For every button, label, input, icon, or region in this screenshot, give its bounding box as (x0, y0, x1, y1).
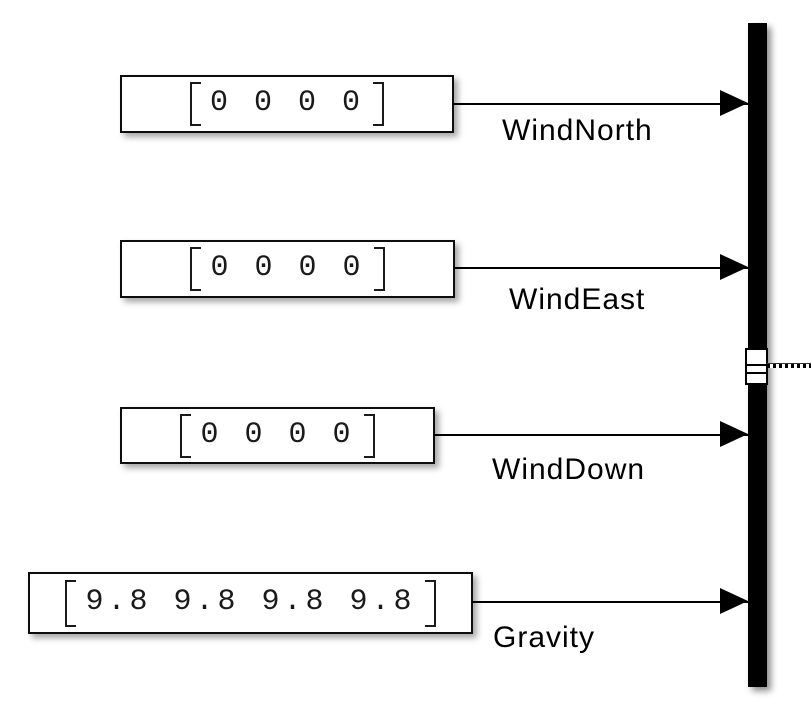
signal-line-gravity[interactable] (472, 601, 748, 603)
signal-line-windnorth[interactable] (453, 103, 748, 105)
signal-label-windeast[interactable]: WindEast (509, 283, 646, 316)
arrowhead-icon[interactable] (720, 421, 748, 447)
mux-output-port[interactable] (745, 348, 768, 385)
matrix-bracket-left-icon (190, 247, 202, 291)
arrowhead-icon[interactable] (720, 588, 748, 614)
constant-value: 0 0 0 0 (210, 251, 365, 285)
signal-label-gravity[interactable]: Gravity (493, 621, 596, 654)
matrix-bracket-right-icon (363, 413, 375, 458)
matrix-bracket-right-icon (424, 579, 436, 627)
port-cell (747, 350, 766, 364)
constant-block-gravity[interactable]: 9.8 9.8 9.8 9.8 (28, 572, 473, 634)
constant-value: 0 0 0 0 (200, 417, 355, 452)
constant-block-windnorth[interactable]: 0 0 0 0 (120, 75, 454, 133)
mux-output-signal-dotted[interactable] (767, 363, 811, 368)
signal-line-windeast[interactable] (454, 267, 748, 269)
matrix-bracket-left-icon (189, 82, 201, 126)
signal-label-winddown[interactable]: WindDown (492, 453, 646, 486)
signal-line-winddown[interactable] (434, 434, 748, 436)
constant-value: 0 0 0 0 (209, 86, 365, 120)
signal-label-windnorth[interactable]: WindNorth (502, 114, 653, 147)
matrix-bracket-right-icon (373, 247, 385, 291)
constant-value: 9.8 9.8 9.8 9.8 (85, 585, 416, 619)
constant-block-winddown[interactable]: 0 0 0 0 (120, 407, 435, 464)
port-cell (747, 366, 766, 372)
matrix-bracket-right-icon (373, 82, 385, 126)
matrix-bracket-left-icon (65, 579, 77, 627)
arrowhead-icon[interactable] (720, 90, 748, 116)
arrowhead-icon[interactable] (720, 254, 748, 280)
matrix-bracket-left-icon (180, 413, 192, 458)
constant-block-windeast[interactable]: 0 0 0 0 (120, 240, 455, 298)
port-cell (747, 374, 766, 383)
